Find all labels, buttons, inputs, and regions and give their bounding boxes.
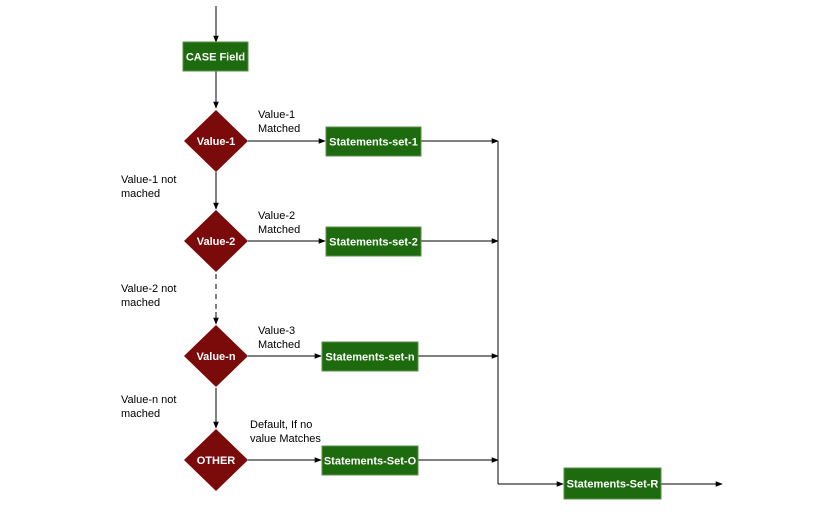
statements-set-r-node: Statements-Set-R	[563, 467, 662, 500]
value-1-matched-line-1: Value-1	[258, 109, 295, 121]
statements-set-2-node: Statements-set-2	[325, 226, 422, 257]
value-1-not-matched-label: Value-1 not mached	[121, 174, 180, 200]
value-3-matched-label: Value-3 Matched	[258, 325, 300, 351]
decision-other-diamond	[184, 429, 248, 491]
statements-set-2-label: Statements-set-2	[329, 237, 418, 249]
decision-value-n-label: Value-n	[196, 351, 235, 363]
statements-set-o-node: Statements-Set-O	[321, 445, 419, 476]
statements-set-n-box	[321, 341, 419, 372]
default-matched-label: Default, If no value Matches	[250, 419, 321, 445]
statements-set-1-node: Statements-set-1	[325, 126, 422, 157]
statements-set-2-box	[325, 226, 422, 257]
decision-other: OTHER	[184, 429, 248, 491]
statements-set-1-box	[325, 126, 422, 157]
value-2-matched-line-1: Value-2	[258, 210, 295, 222]
decision-value-2-label: Value-2	[197, 236, 236, 248]
value-1-not-matched-line-1: Value-1 not	[121, 174, 176, 186]
decision-other-label: OTHER	[197, 455, 236, 467]
value-1-matched-line-2: Matched	[258, 123, 300, 135]
decision-value-1-label: Value-1	[197, 136, 236, 148]
value-1-matched-label: Value-1 Matched	[258, 109, 300, 135]
value-n-not-matched-line-1: Value-n not	[121, 394, 176, 406]
value-3-matched-line-2: Matched	[258, 339, 300, 351]
not-matched-labels: Value-1 not mached Value-2 not mached Va…	[121, 174, 180, 420]
decision-value-n-diamond	[184, 325, 248, 387]
statements-set-o-label: Statements-Set-O	[324, 456, 417, 468]
statements-set-n-label: Statements-set-n	[325, 352, 415, 364]
statements-set-o-box	[321, 445, 419, 476]
value-2-not-matched-line-1: Value-2 not	[121, 283, 176, 295]
decision-value-n: Value-n	[184, 325, 248, 387]
value-2-not-matched-line-2: mached	[121, 297, 160, 309]
default-matched-line-1: Default, If no	[250, 419, 312, 431]
statements-set-n-node: Statements-set-n	[321, 341, 419, 372]
value-2-matched-line-2: Matched	[258, 224, 300, 236]
value-1-not-matched-line-2: mached	[121, 188, 160, 200]
value-2-not-matched-label: Value-2 not mached	[121, 283, 180, 309]
default-matched-line-2: value Matches	[250, 433, 321, 445]
value-n-not-matched-label: Value-n not mached	[121, 394, 180, 420]
statements-set-1-label: Statements-set-1	[329, 137, 418, 149]
case-field-box	[182, 41, 249, 72]
statements-set-r-box	[563, 467, 662, 500]
case-field-label: CASE Field	[186, 52, 245, 64]
value-2-matched-label: Value-2 Matched	[258, 210, 300, 236]
decision-value-2-diamond	[184, 210, 248, 272]
value-3-matched-line-1: Value-3	[258, 325, 295, 337]
connectors	[213, 6, 723, 487]
decision-value-2: Value-2	[184, 210, 248, 272]
statements-set-r-label: Statements-Set-R	[567, 479, 659, 491]
value-n-not-matched-line-2: mached	[121, 408, 160, 420]
case-field-node: CASE Field	[182, 41, 249, 72]
decision-value-1-diamond	[184, 110, 248, 172]
matched-labels: Value-1 Matched Value-2 Matched Value-3 …	[250, 109, 321, 445]
decision-value-1: Value-1	[184, 110, 248, 172]
